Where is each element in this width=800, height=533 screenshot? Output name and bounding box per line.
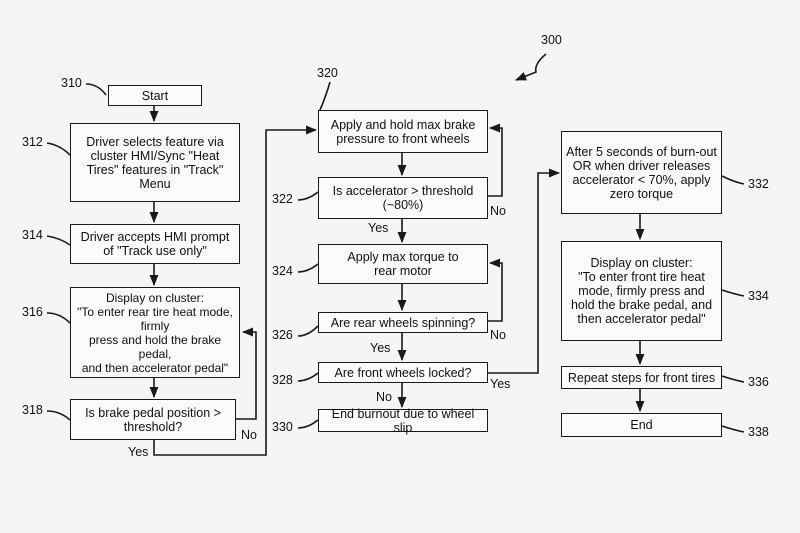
- label-328-no: No: [376, 390, 392, 404]
- step-314-accept-prompt: Driver accepts HMI prompt of "Track use …: [70, 224, 240, 264]
- leader-324: [297, 263, 319, 273]
- ref-310: 310: [61, 76, 82, 90]
- step-320-apply-brake: Apply and hold max brake pressure to fro…: [318, 110, 488, 153]
- label-328-yes: Yes: [490, 377, 511, 391]
- step-336-repeat-front: Repeat steps for front tires: [561, 366, 722, 389]
- leader-332: [721, 175, 745, 185]
- leader-328: [297, 372, 319, 382]
- step-334-display-front: Display on cluster: "To enter front tire…: [561, 241, 722, 341]
- leader-310: [85, 83, 107, 96]
- step-322-accel-decision: Is accelerator > threshold (~80%): [318, 177, 488, 219]
- ref-336: 336: [748, 375, 769, 389]
- label-318-yes: Yes: [128, 445, 149, 459]
- ref-314: 314: [22, 228, 43, 242]
- ref-322: 322: [272, 192, 293, 206]
- ref-316: 316: [22, 305, 43, 319]
- label-318-no: No: [241, 428, 257, 442]
- arrow-326-no: [488, 258, 503, 322]
- ref-318: 318: [22, 403, 43, 417]
- leader-314: [46, 235, 71, 246]
- leader-312: [46, 142, 71, 156]
- step-316-display-rear: Display on cluster: "To enter rear tire …: [70, 287, 240, 378]
- label-322-no: No: [490, 204, 506, 218]
- step-332-zero-torque: After 5 seconds of burn-out OR when driv…: [561, 131, 722, 214]
- leader-334: [721, 289, 745, 297]
- ref-332: 332: [748, 177, 769, 191]
- step-324-apply-torque: Apply max torque to rear motor: [318, 244, 488, 284]
- step-312-select-feature: Driver selects feature via cluster HMI/S…: [70, 123, 240, 202]
- step-330-end-burnout: End burnout due to wheel slip: [318, 407, 488, 435]
- ref-320: 320: [317, 66, 338, 80]
- leader-326: [297, 325, 319, 337]
- arrow-328-yes: [488, 168, 561, 374]
- ref-330: 330: [272, 420, 293, 434]
- leader-330: [297, 419, 319, 429]
- arrow-318-yes: [153, 125, 318, 456]
- ref-326: 326: [272, 328, 293, 342]
- label-326-yes: Yes: [370, 341, 391, 355]
- arrow-322-no: [488, 123, 503, 197]
- figure-reference: 300: [541, 33, 562, 47]
- ref-324: 324: [272, 264, 293, 278]
- leader-318: [46, 410, 71, 421]
- step-318-brake-decision: Is brake pedal position > threshold?: [70, 399, 236, 440]
- label-326-no: No: [490, 328, 506, 342]
- leader-336: [721, 375, 745, 383]
- label-322-yes: Yes: [368, 221, 389, 235]
- ref-312: 312: [22, 135, 43, 149]
- step-328-front-lock-decision: Are front wheels locked?: [318, 362, 488, 383]
- step-326-rear-spin-decision: Are rear wheels spinning?: [318, 312, 488, 333]
- leader-300: [514, 53, 547, 81]
- leader-316: [46, 312, 71, 324]
- leader-338: [721, 425, 745, 433]
- ref-338: 338: [748, 425, 769, 439]
- ref-334: 334: [748, 289, 769, 303]
- leader-320: [319, 81, 331, 111]
- step-310-start: Start: [108, 85, 202, 106]
- step-338-end: End: [561, 413, 722, 437]
- ref-328: 328: [272, 373, 293, 387]
- leader-322: [297, 191, 319, 201]
- arrow-318-no: [236, 327, 257, 420]
